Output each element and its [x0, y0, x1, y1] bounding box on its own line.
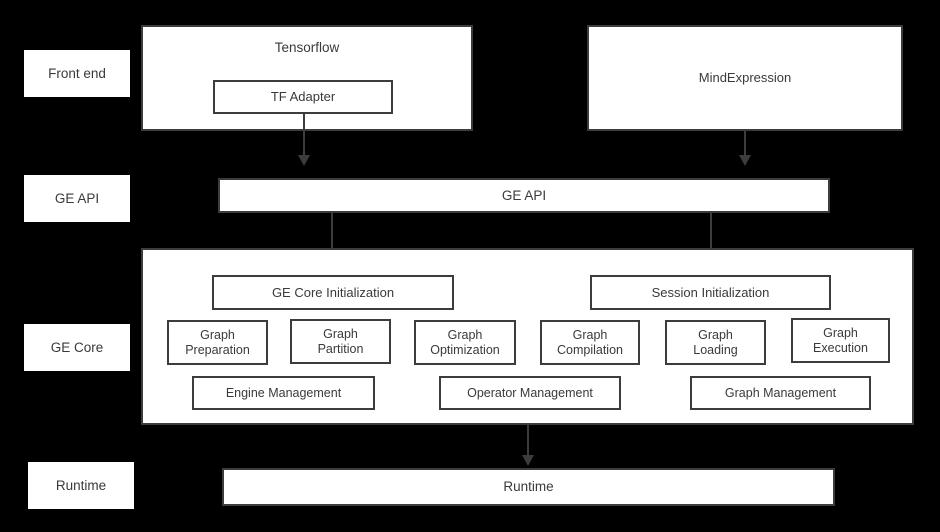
management-engine[interactable]: Engine Management [192, 376, 375, 410]
connector-ge-api-to-ge-core-init [331, 213, 333, 258]
connector-ge-core-to-runtime [527, 425, 529, 457]
layer-label-front-end: Front end [24, 50, 130, 97]
runtime-bar[interactable]: Runtime [222, 468, 835, 506]
stage-graph-preparation[interactable]: Graph Preparation [167, 320, 268, 365]
connector-tf-adapter-to-ge-api [303, 114, 305, 155]
mindexpression-box[interactable]: MindExpression [587, 25, 903, 131]
stage-graph-partition[interactable]: Graph Partition [290, 319, 391, 364]
management-operator[interactable]: Operator Management [439, 376, 621, 410]
stage-graph-compilation[interactable]: Graph Compilation [540, 320, 640, 365]
stage-graph-execution[interactable]: Graph Execution [791, 318, 890, 363]
arrow-head-tf-adapter-to-ge-api [298, 155, 310, 166]
stage-graph-loading[interactable]: Graph Loading [665, 320, 766, 365]
connector-ge-api-to-session-init [710, 213, 712, 258]
layer-label-runtime: Runtime [28, 462, 134, 509]
ge-core-initialization-box[interactable]: GE Core Initialization [212, 275, 454, 310]
management-graph[interactable]: Graph Management [690, 376, 871, 410]
stage-graph-optimization[interactable]: Graph Optimization [414, 320, 516, 365]
tensorflow-group[interactable]: Tensorflow [141, 25, 473, 131]
arrow-head-ge-core-to-runtime [522, 455, 534, 466]
arrow-head-mindexpression-to-ge-api [739, 155, 751, 166]
layer-label-ge-api: GE API [24, 175, 130, 222]
tf-adapter-box[interactable]: TF Adapter [213, 80, 393, 114]
connector-mindexpression-to-ge-api [744, 131, 746, 156]
session-initialization-box[interactable]: Session Initialization [590, 275, 831, 310]
layer-label-ge-core: GE Core [24, 324, 130, 371]
ge-api-bar[interactable]: GE API [218, 178, 830, 213]
